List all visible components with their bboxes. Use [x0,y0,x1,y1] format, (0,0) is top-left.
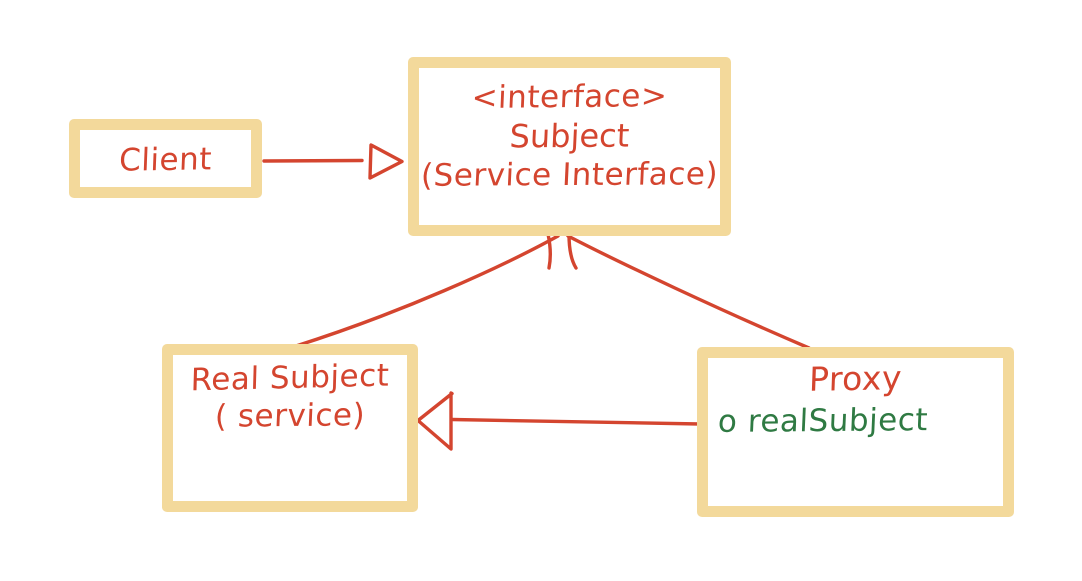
edge-realsubject-to-subject [294,234,560,348]
real-subject-box[interactable]: Real Subject ( service) [162,344,418,512]
proxy-realsubject-field-label: o realSubject [717,402,929,440]
proxy-name-label: Proxy [808,358,903,399]
proxy-box[interactable]: Proxy o realSubject [697,347,1014,517]
real-subject-role-label: ( service) [214,397,366,435]
subject-interface-box[interactable]: <interface> Subject (Service Interface) [408,57,731,236]
edge-proxy-to-realsubject [416,391,702,451]
edge-proxy-to-subject [566,234,811,350]
generalization-arrowhead [529,229,602,270]
client-box[interactable]: Client [69,119,262,198]
subject-name-label: Subject [508,116,631,156]
real-subject-name-label: Real Subject [190,357,390,399]
subject-role-label: (Service Interface) [420,156,719,194]
subject-stereotype-label: <interface> [470,77,669,117]
client-label: Client [118,141,213,179]
edge-client-to-subject [262,143,404,180]
